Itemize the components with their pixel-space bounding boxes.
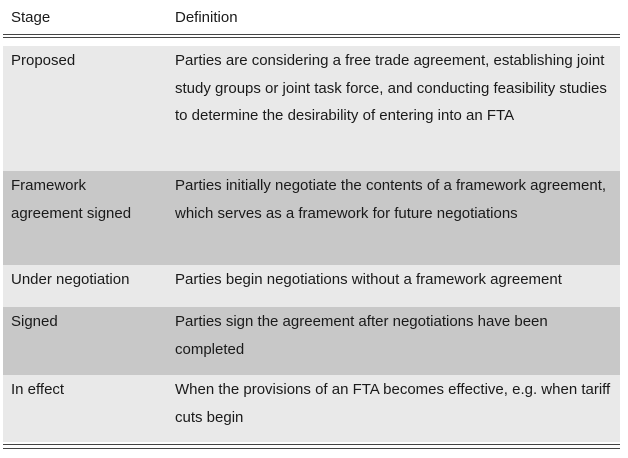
definition-cell: When the provisions of an FTA becomes ef… [175, 381, 611, 426]
table-bottom-rule [3, 448, 620, 449]
fta-stages-table: Stage Definition Proposed Parties are co… [3, 0, 620, 442]
table-bottom-rule [3, 444, 620, 445]
header-stage: Stage [11, 9, 51, 26]
table-row: Under negotiation Parties begin negotiat… [3, 265, 620, 307]
table-row: Signed Parties sign the agreement after … [3, 307, 620, 375]
stage-cell: Signed [11, 313, 58, 330]
stage-cell: Framework agreement signed [11, 177, 132, 222]
table-header: Stage Definition [3, 0, 620, 38]
header-definition: Definition [175, 9, 238, 26]
stage-cell: Under negotiation [11, 271, 130, 288]
definition-cell: Parties initially negotiate the contents… [175, 177, 607, 222]
table-row: In effect When the provisions of an FTA … [3, 375, 620, 442]
definition-cell: Parties are considering a free trade agr… [175, 52, 607, 124]
stage-cell: In effect [11, 381, 65, 398]
stage-cell: Proposed [11, 52, 76, 69]
definition-cell: Parties begin negotiations without a fra… [175, 271, 562, 288]
definition-cell: Parties sign the agreement after negotia… [175, 313, 548, 358]
table-row: Proposed Parties are considering a free … [3, 46, 620, 171]
table-row: Framework agreement signed Parties initi… [3, 171, 620, 265]
